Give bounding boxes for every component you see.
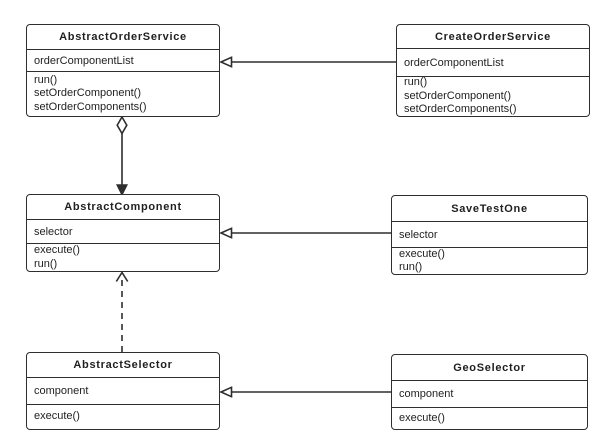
class-method: execute() [34, 410, 80, 423]
class-method: run() [404, 77, 428, 89]
class-method: run() [34, 257, 58, 270]
aggregation-abstractorderservice-to-abstractcomponent [116, 115, 128, 197]
class-method: run() [34, 73, 58, 86]
class-attribute: orderComponentList [404, 56, 504, 69]
generalization-createorderservice-to-abstractorderservice [219, 56, 396, 68]
class-method: setOrderComponents() [34, 100, 147, 113]
class-abstract-selector: AbstractSelector component execute() [26, 352, 220, 430]
dependency-abstractselector-to-abstractcomponent [115, 271, 129, 352]
hollow-triangle-arrowhead-icon [219, 227, 233, 239]
class-attribute: component [399, 388, 454, 400]
class-method: setOrderComponents() [404, 103, 517, 116]
generalization-geoselector-to-abstractselector [219, 386, 392, 398]
hollow-diamond-icon [116, 115, 128, 136]
class-save-test-one: SaveTestOne selector execute() run() [391, 195, 588, 275]
class-attribute: component [34, 385, 89, 397]
class-create-order-service: CreateOrderService orderComponentList ru… [396, 24, 590, 117]
class-title: AbstractSelector [27, 353, 219, 378]
class-geo-selector: GeoSelector component execute() [391, 354, 588, 430]
class-title: AbstractComponent [27, 195, 219, 220]
open-arrowhead-icon [115, 271, 129, 282]
class-method: setOrderComponent() [404, 89, 511, 102]
generalization-savetestone-to-abstractcomponent [219, 227, 392, 239]
class-attribute: selector [34, 225, 73, 238]
hollow-triangle-arrowhead-icon [219, 386, 233, 398]
filled-arrowhead-icon [116, 184, 128, 197]
class-method: setOrderComponent() [34, 87, 141, 100]
class-method: run() [399, 261, 423, 273]
class-abstract-component: AbstractComponent selector execute() run… [26, 194, 220, 272]
hollow-triangle-arrowhead-icon [219, 56, 233, 68]
class-title: CreateOrderService [397, 25, 589, 49]
class-abstract-order-service: AbstractOrderService orderComponentList … [26, 24, 220, 117]
class-title: GeoSelector [392, 355, 587, 381]
class-method: execute() [399, 411, 445, 424]
class-title: SaveTestOne [392, 196, 587, 222]
class-attribute: selector [399, 228, 438, 241]
class-method: execute() [34, 244, 80, 256]
class-method: execute() [399, 248, 445, 260]
class-title: AbstractOrderService [27, 25, 219, 50]
class-attribute: orderComponentList [34, 54, 134, 67]
